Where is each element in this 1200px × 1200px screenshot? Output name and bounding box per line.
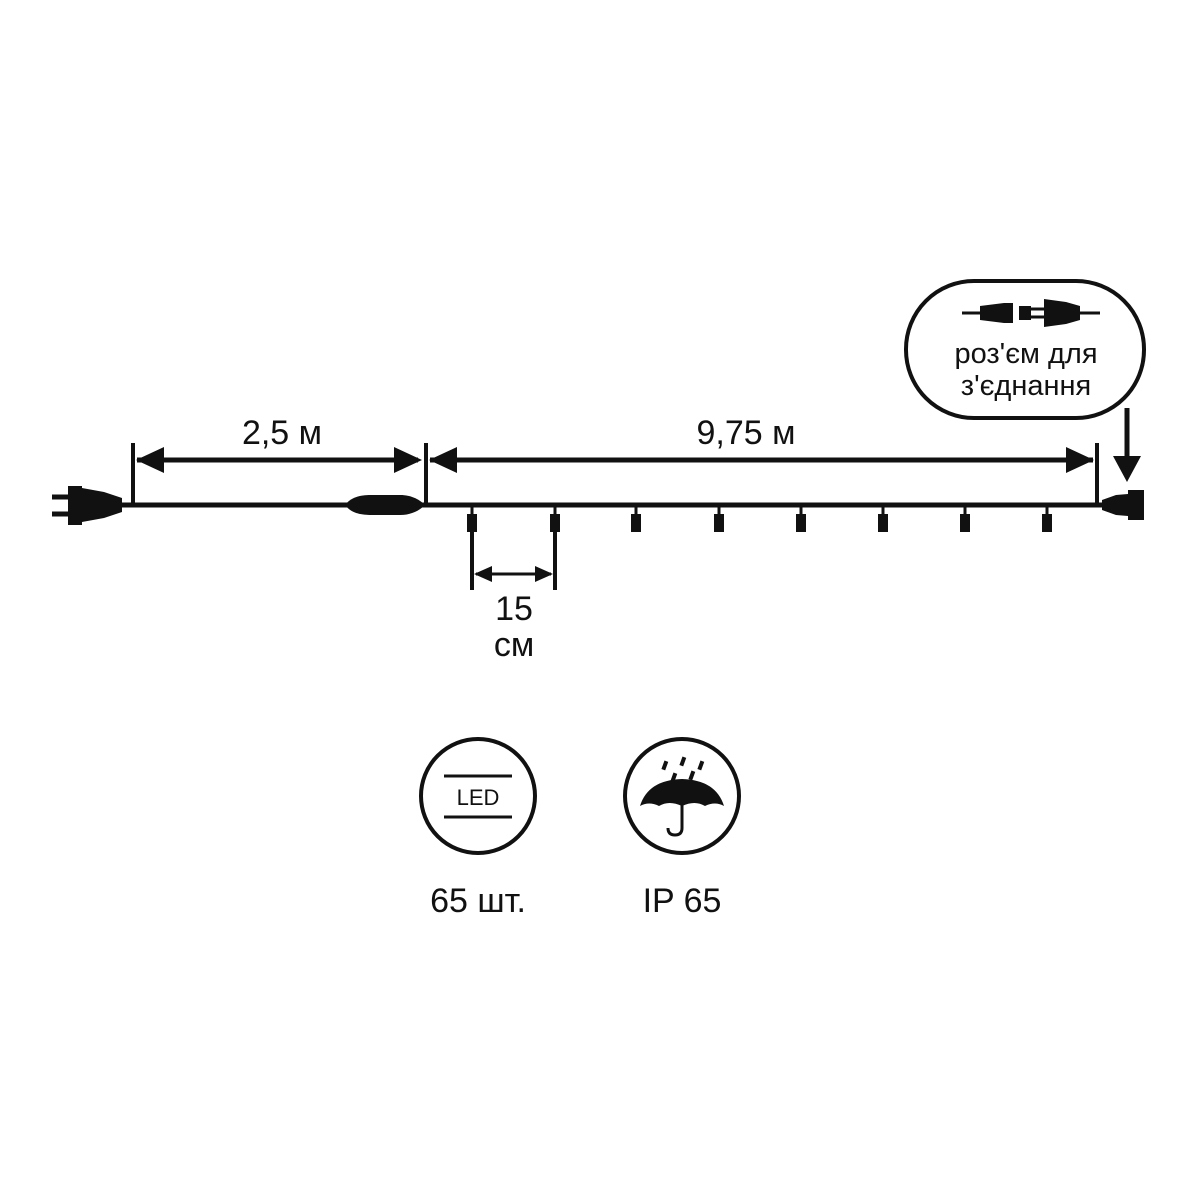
power-plug-icon (52, 486, 122, 525)
led-bulb (878, 505, 888, 532)
connector-callout: роз'єм для з'єднання (904, 279, 1146, 420)
led-bulb (714, 505, 724, 532)
ip-rating-badge: IP 65 (623, 737, 741, 920)
callout-frame (904, 279, 1146, 420)
led-bulb (796, 505, 806, 532)
connector-plug-icon (962, 299, 1100, 327)
led-count-badge: LED 65 шт. (419, 737, 537, 920)
led-bulb (550, 505, 560, 532)
led-spacing-value: 15 (495, 590, 533, 628)
led-spacing-dimension: 15 см (470, 532, 557, 664)
end-connector-icon (1102, 490, 1144, 520)
led-bulb (467, 505, 477, 532)
ip-rating-caption: IP 65 (643, 882, 722, 920)
main-cable (118, 495, 1103, 515)
led-icon-text: LED (457, 785, 500, 810)
led-bulb (631, 505, 641, 532)
cable-junction-body (345, 495, 425, 515)
callout-text-line2: з'єднання (961, 370, 1091, 402)
led-count-caption: 65 шт. (430, 882, 526, 920)
led-bulb (1042, 505, 1052, 532)
lead-cable-dimension: 2,5 м (131, 414, 422, 506)
led-spacing-unit: см (494, 626, 534, 664)
umbrella-rain-icon (640, 756, 724, 837)
callout-pointer-arrow (1113, 408, 1141, 482)
led-bulb (960, 505, 970, 532)
lead-cable-length-label: 2,5 м (242, 414, 322, 452)
led-section-dimension: 9,75 м (424, 414, 1099, 506)
led-section-length-label: 9,75 м (697, 414, 796, 452)
led-bulbs (467, 505, 1052, 532)
callout-text-line1: роз'єм для (954, 338, 1097, 370)
